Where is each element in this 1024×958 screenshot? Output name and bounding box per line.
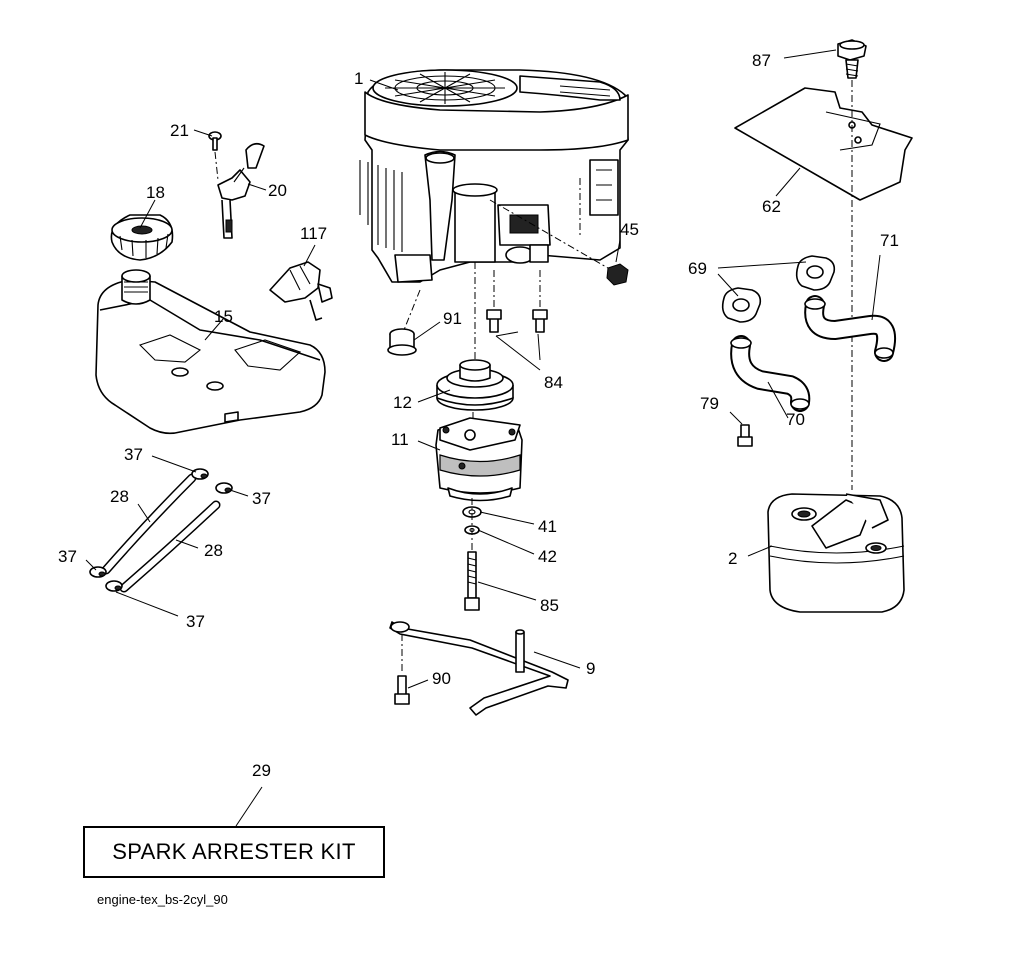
callout-85: 85	[540, 596, 559, 615]
spacer-91	[387, 289, 421, 356]
callout-87: 87	[752, 51, 771, 70]
callout-15: 15	[214, 307, 233, 326]
callout-84: 84	[544, 373, 563, 392]
fuel-valve-117	[269, 261, 333, 321]
callout-11: 11	[391, 430, 409, 449]
fuel-cap-18	[110, 214, 174, 261]
callout-79: 79	[700, 394, 719, 413]
callout-37-d: 37	[186, 612, 205, 631]
callout-70: 70	[786, 410, 805, 429]
crankshaft-axis	[471, 262, 476, 550]
bolt-79	[737, 424, 753, 447]
gaskets-69	[721, 255, 836, 323]
callout-28-b: 28	[204, 541, 223, 560]
bolt-90	[394, 634, 410, 705]
callout-28-a: 28	[110, 487, 129, 506]
callout-45: 45	[620, 220, 639, 239]
callout-2: 2	[728, 549, 738, 568]
muffler-2	[767, 493, 905, 613]
pulley-12	[436, 359, 514, 411]
engine-mounting-bolts	[486, 270, 548, 333]
fuel-tank-15	[95, 269, 326, 435]
spark-arrester-kit-label: SPARK ARRESTER KIT	[83, 826, 385, 878]
exhaust-pipe-71	[804, 295, 897, 362]
callout-9: 9	[586, 659, 596, 678]
screw-87	[837, 39, 867, 79]
diagram-reference-code: engine-tex_bs-2cyl_90	[97, 892, 228, 907]
callout-12: 12	[393, 393, 412, 412]
screw-21	[208, 131, 222, 181]
callout-91: 91	[443, 309, 462, 328]
callout-90: 90	[432, 669, 451, 688]
callout-37-c: 37	[58, 547, 77, 566]
engine-assembly	[359, 69, 629, 283]
exhaust-pipe-70	[730, 335, 811, 412]
fuel-line-28-lower	[119, 500, 221, 593]
callout-29: 29	[252, 761, 271, 780]
callout-1: 1	[354, 69, 364, 88]
callout-37-a: 37	[124, 445, 143, 464]
bolt-85	[464, 551, 480, 611]
callout-69: 69	[688, 259, 707, 278]
callout-42: 42	[538, 547, 557, 566]
callout-117: 117	[300, 224, 328, 243]
callout-41: 41	[538, 517, 557, 536]
electric-clutch-11	[435, 417, 523, 502]
callout-21: 21	[170, 121, 189, 140]
engine-nut-45	[606, 263, 629, 286]
callout-leader-lines	[85, 49, 881, 827]
bracket-9	[389, 621, 569, 716]
heat-shield-62	[734, 87, 913, 201]
callout-62: 62	[762, 197, 781, 216]
callout-20: 20	[268, 181, 287, 200]
throttle-control-20	[217, 142, 265, 239]
callout-71: 71	[880, 231, 899, 250]
callout-18: 18	[146, 183, 165, 202]
callout-37-b: 37	[252, 489, 271, 508]
